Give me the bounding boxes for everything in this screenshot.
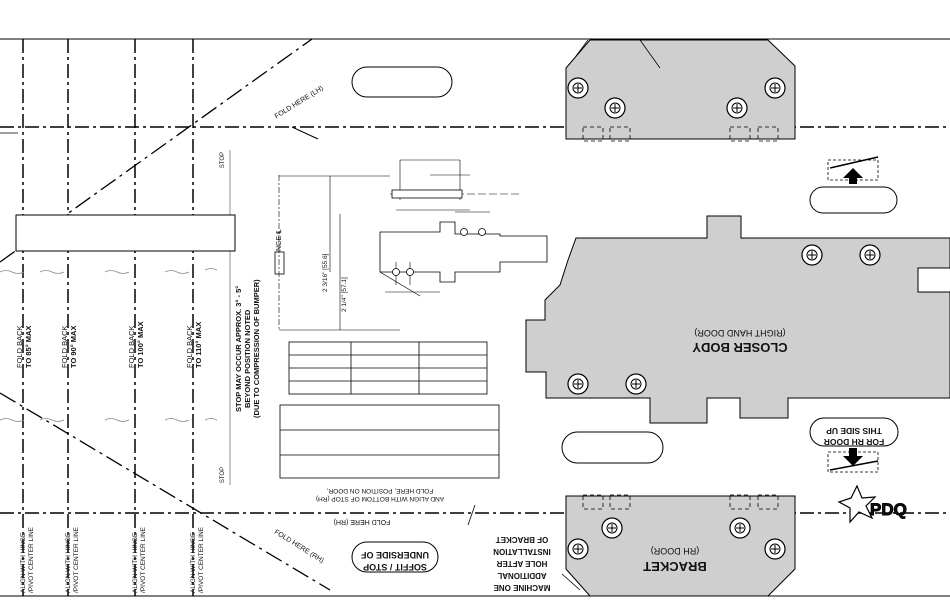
hinge-cl-label: HINGE ℄ xyxy=(276,229,283,258)
align-hinge-4-line1: ALIGN WITH HINGE xyxy=(190,532,197,593)
label-box xyxy=(15,214,236,252)
closer-body-shape xyxy=(525,215,950,424)
screw-hole-icon xyxy=(764,77,786,99)
align-with-hinge-labels: ALIGN WITH HINGE /PIVOT CENTER LINE ALIG… xyxy=(20,526,205,593)
stop-note: STOP MAY OCCUR APPROX. 3° - 5° BEYOND PO… xyxy=(234,279,261,418)
machine-note-line5: OF BRACKET xyxy=(496,535,549,544)
fold-back-110-line2: TO 110° MAX xyxy=(194,322,203,368)
this-side-up-line1: THIS SIDE UP xyxy=(826,426,882,436)
closer-body-title: CLOSER BODY xyxy=(692,340,788,355)
stop-note-line3: (DUE TO COMPRESSION OF BUMPER) xyxy=(252,279,261,418)
slot-oval-upper-left xyxy=(351,66,453,98)
fold-back-90-line1: FOLD BACK xyxy=(60,325,69,368)
slot-oval-right xyxy=(809,186,898,214)
underside-soffit-marker xyxy=(351,541,439,573)
brand-text: PDQ xyxy=(870,500,907,519)
align-hinge-3-line1: ALIGN WITH HINGE xyxy=(132,532,139,593)
screw-hole-icon xyxy=(601,517,623,539)
dim-b-label: 2 1/4" [57.1] xyxy=(341,277,348,312)
machine-note-line4: INSTALLATION xyxy=(493,547,551,556)
machine-note-line1: MACHINE ONE xyxy=(493,583,551,592)
fold-note-line1: FOLD HERE, POSITION ON DOOR, xyxy=(327,487,434,494)
stop-note-line1: STOP MAY OCCUR APPROX. 3° - 5° xyxy=(234,286,243,412)
hinge-leaf xyxy=(274,251,285,275)
fold-pointer-upper xyxy=(291,126,319,140)
machine-note-leader xyxy=(561,573,581,591)
stop-label-upper: STOP xyxy=(220,152,226,168)
align-hinge-2-line2: /PIVOT CENTER LINE xyxy=(73,526,80,593)
fold-back-110-line1: FOLD BACK xyxy=(185,325,194,368)
screw-hole-icon xyxy=(567,373,589,395)
fold-here-rh-diagonal-label: FOLD HERE (RH) xyxy=(273,529,325,565)
fold-back-85-line1: FOLD BACK xyxy=(15,325,24,368)
bracket-subtitle: (RH DOOR) xyxy=(651,546,700,556)
machine-note-line3: HOLE AFTER xyxy=(496,559,547,568)
machine-note: MACHINE ONE ADDITIONAL HOLE AFTER INSTAL… xyxy=(493,535,551,592)
stop-label-lower: STOP xyxy=(220,467,226,483)
fold-back-100-line1: FOLD BACK xyxy=(127,325,136,368)
vertical-alignment-lines xyxy=(22,39,194,596)
screw-hole-icon xyxy=(764,538,786,560)
fold-note-line2: AND ALIGN WITH BOTTOM OF STOP (RH) xyxy=(316,495,444,502)
underside-line2: SOFFIT / STOP xyxy=(363,562,427,572)
align-hinge-4-line2: /PIVOT CENTER LINE xyxy=(198,526,205,593)
down-arrow-icon xyxy=(827,448,879,473)
hinge-detail: HINGE ℄ 2 3/16" [55.6] 2 1/4" [57.1] xyxy=(274,159,548,331)
fold-here-rh-bottom-label: FOLD HERE (RH) xyxy=(334,518,391,525)
diagonal-fold-rh xyxy=(0,392,331,591)
underside-line1: UNDERSIDE OF xyxy=(361,550,430,560)
machine-note-line2: ADDITIONAL xyxy=(497,571,546,580)
dim-a-label: 2 3/16" [55.6] xyxy=(322,253,329,292)
screw-hole-icon xyxy=(604,97,626,119)
screw-hole-icon xyxy=(726,97,748,119)
fold-back-labels: FOLD BACK TO 85° MAX FOLD BACK TO 90° MA… xyxy=(15,321,203,368)
fold-note-leader xyxy=(467,504,476,526)
lower-bracket-notches xyxy=(582,494,779,510)
closer-body-subtitle: (RIGHT HAND DOOR) xyxy=(694,328,785,338)
pdq-logo: PDQ xyxy=(837,484,907,524)
screw-hole-icon xyxy=(729,517,751,539)
screw-holes xyxy=(567,77,881,560)
up-arrow-icon xyxy=(827,156,879,184)
slot-oval-lower xyxy=(561,431,664,464)
screw-hole-icon xyxy=(567,77,589,99)
screw-hole-icon xyxy=(567,538,589,560)
spec-table xyxy=(288,341,488,395)
star-icon xyxy=(837,484,877,524)
align-hinge-1-line2: /PIVOT CENTER LINE xyxy=(28,526,35,593)
screw-hole-icon xyxy=(859,244,881,266)
fold-back-85-line2: TO 85° MAX xyxy=(24,326,33,368)
hinge-body-outline xyxy=(379,221,548,283)
screw-hole-icon xyxy=(625,373,647,395)
screw-hole-icon xyxy=(801,244,823,266)
fold-back-100-line2: TO 100° MAX xyxy=(136,321,145,368)
upper-bracket-shape xyxy=(565,39,796,140)
bracket-title: BRACKET xyxy=(643,559,707,574)
fold-back-90-line2: TO 90° MAX xyxy=(69,326,78,368)
notes-box xyxy=(279,404,500,479)
align-hinge-1-line1: ALIGN WITH HINGE xyxy=(20,532,27,593)
fold-here-lh-label: FOLD HERE (LH) xyxy=(274,85,325,120)
upper-bracket-notches xyxy=(582,126,779,142)
align-hinge-2-line1: ALIGN WITH HINGE xyxy=(65,532,72,593)
lower-bracket-shape xyxy=(565,495,796,597)
align-hinge-3-line2: /PIVOT CENTER LINE xyxy=(140,526,147,593)
break-marks xyxy=(0,268,218,422)
stop-note-line2: BEYOND POSITION NOTED xyxy=(243,309,252,408)
this-side-up-marker xyxy=(809,417,899,447)
this-side-up-line2: FOR RH DOOR xyxy=(824,437,884,447)
